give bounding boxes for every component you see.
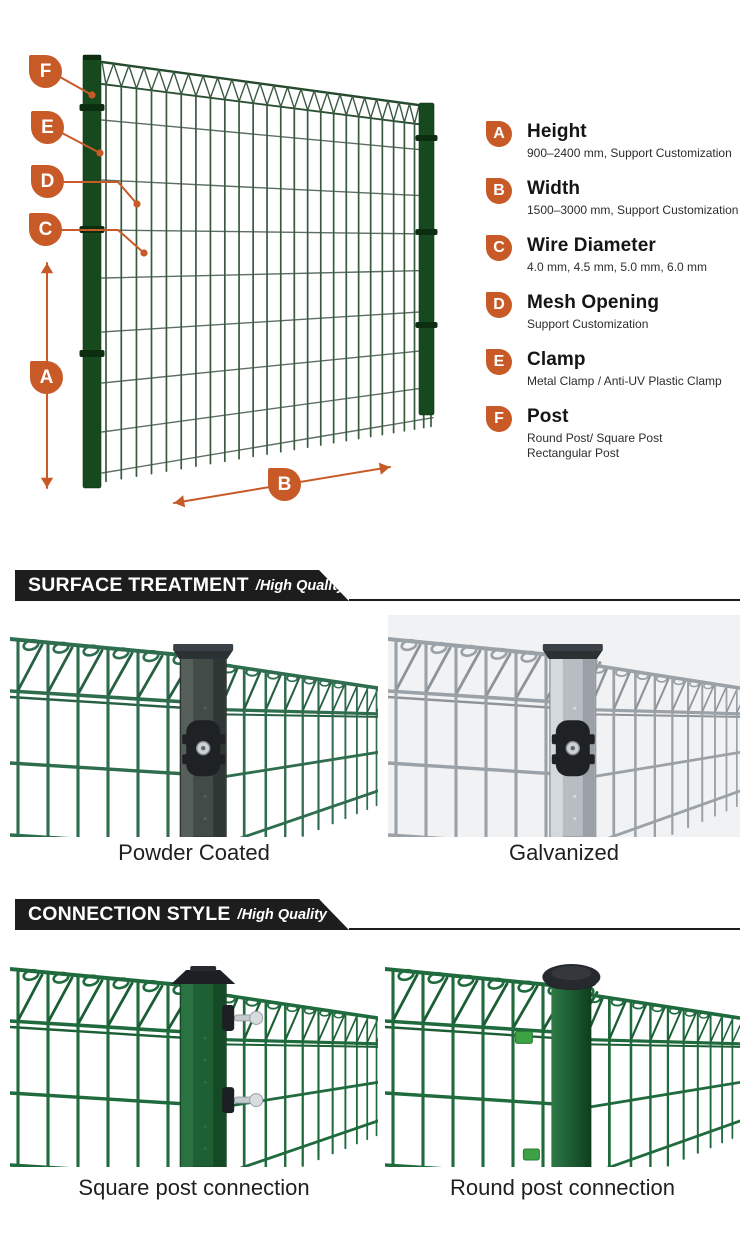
- banner-rule: [349, 599, 740, 601]
- legend-badge-e: E: [486, 349, 512, 375]
- legend-item-clamp: E Clamp Metal Clamp / Anti-UV Plastic Cl…: [486, 349, 742, 406]
- legend-item-height: A Height 900–2400 mm, Support Customizat…: [486, 121, 742, 178]
- marker-f: F: [29, 55, 62, 88]
- galvanized-image: [388, 615, 740, 837]
- marker-d: D: [31, 165, 64, 198]
- surface-treatment-banner: SURFACE TREATMENT /High Quality: [15, 570, 740, 601]
- round-post-connection-image: [385, 945, 740, 1167]
- legend-desc-line2: Rectangular Post: [527, 446, 620, 460]
- galvanized-fence-drawing: [388, 615, 740, 837]
- legend-title: Wire Diameter: [527, 235, 656, 256]
- legend-badge-b: B: [486, 178, 512, 204]
- marker-b-letter: B: [277, 473, 292, 495]
- powder-coated-fence-drawing: [10, 636, 378, 837]
- legend-desc: 4.0 mm, 4.5 mm, 5.0 mm, 6.0 mm: [527, 260, 708, 274]
- legend-item-wire-diameter: C Wire Diameter 4.0 mm, 4.5 mm, 5.0 mm, …: [486, 235, 742, 292]
- legend-desc: Metal Clamp / Anti-UV Plastic Clamp: [527, 374, 722, 388]
- caption-galvanized: Galvanized: [508, 840, 620, 865]
- legend-desc: Support Customization: [527, 317, 649, 331]
- caption-round-post: Round post connection: [449, 1175, 676, 1200]
- marker-a-letter: A: [39, 366, 54, 388]
- marker-b-width: B: [268, 468, 301, 501]
- legend-desc: 900–2400 mm, Support Customization: [527, 146, 732, 160]
- legend-badge-a: A: [486, 121, 512, 147]
- section-tag: /High Quality: [237, 906, 327, 923]
- legend-desc: 1500–3000 mm, Support Customization: [527, 203, 739, 217]
- marker-e: E: [31, 111, 64, 144]
- legend-badge-c: C: [486, 235, 512, 261]
- section-tag: /High Quality: [255, 577, 346, 594]
- marker-a-height: A: [30, 361, 63, 394]
- legend-item-post: F Post Round Post/ Square Post Rectangul…: [486, 406, 742, 461]
- square-post-connection-image: [10, 945, 378, 1167]
- marker-c: C: [29, 213, 62, 246]
- fence-dimension-diagram: F E D C A B A Height 900–2400 mm, Suppor…: [0, 0, 751, 545]
- fence-diagram-drawing: [40, 54, 438, 508]
- banner-shape: CONNECTION STYLE /High Quality: [15, 899, 349, 930]
- powder-coated-image: [10, 615, 378, 837]
- square-post-fence-drawing: [10, 966, 378, 1167]
- section-title: CONNECTION STYLE: [28, 903, 231, 925]
- legend-title: Mesh Opening: [527, 292, 660, 313]
- banner-shape: SURFACE TREATMENT /High Quality: [15, 570, 349, 601]
- marker-e-letter: E: [41, 116, 54, 138]
- legend-desc: Round Post/ Square Post: [527, 431, 663, 445]
- legend-title: Height: [527, 121, 587, 142]
- legend-badge-d: D: [486, 292, 512, 318]
- caption-powder-coated: Powder Coated: [118, 840, 270, 865]
- marker-c-letter: C: [38, 218, 53, 240]
- banner-rule: [349, 928, 740, 930]
- round-post-fence-drawing: [385, 964, 740, 1167]
- spec-legend: A Height 900–2400 mm, Support Customizat…: [486, 121, 742, 461]
- caption-square-post: Square post connection: [78, 1175, 310, 1200]
- legend-title: Clamp: [527, 349, 586, 370]
- legend-item-mesh-opening: D Mesh Opening Support Customization: [486, 292, 742, 349]
- legend-title: Post: [527, 406, 569, 427]
- legend-item-width: B Width 1500–3000 mm, Support Customizat…: [486, 178, 742, 235]
- connection-style-banner: CONNECTION STYLE /High Quality: [15, 899, 740, 930]
- legend-title: Width: [527, 178, 581, 199]
- legend-badge-f: F: [486, 406, 512, 432]
- section-title: SURFACE TREATMENT: [28, 574, 249, 596]
- marker-f-letter: F: [39, 60, 52, 82]
- marker-d-letter: D: [40, 170, 55, 192]
